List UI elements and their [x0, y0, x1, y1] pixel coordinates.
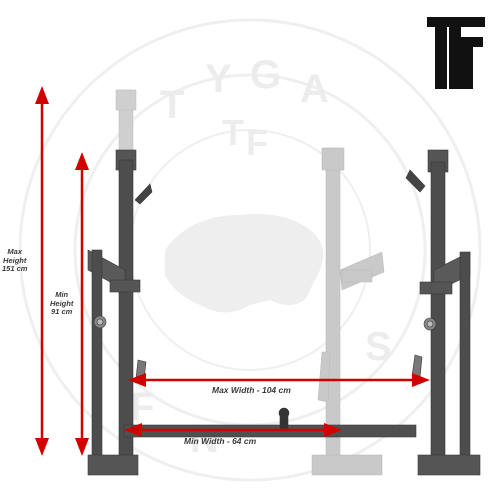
- min-height-label: Min Height 91 cm: [50, 290, 74, 317]
- watermark-text: T Y G A F N S T F: [130, 53, 392, 461]
- right-upright: [405, 149, 481, 476]
- svg-text:G: G: [250, 53, 281, 97]
- ghost-rack-upright: [311, 147, 385, 476]
- min-height-label-line2: Height: [50, 298, 74, 308]
- svg-text:Y: Y: [205, 57, 232, 101]
- brand-logo: [427, 17, 485, 89]
- min-height-label-line3: 91 cm: [51, 307, 73, 317]
- svg-text:T: T: [160, 83, 184, 127]
- ghost-left-extension: [115, 89, 137, 161]
- svg-text:F: F: [246, 122, 268, 163]
- max-height-label-line1: Max: [7, 247, 23, 256]
- max-height-label: Max Height 151 cm: [2, 247, 28, 274]
- max-width-label: Max Width - 104 cm: [212, 385, 291, 395]
- svg-text:T: T: [222, 112, 244, 153]
- min-height-label-line1: Min: [55, 290, 69, 299]
- max-height-label-line2: Height: [3, 255, 27, 265]
- max-height-arrow: [35, 86, 49, 456]
- max-height-label-line3: 151 cm: [2, 264, 28, 274]
- max-width-arrow: [128, 373, 430, 387]
- svg-text:F: F: [130, 385, 154, 429]
- min-width-arrow: [124, 423, 342, 437]
- left-upright: [87, 149, 153, 476]
- svg-text:N: N: [190, 417, 219, 461]
- svg-text:S: S: [365, 325, 392, 369]
- watermark-tiger: [165, 214, 324, 313]
- svg-text:A: A: [300, 67, 329, 111]
- min-width-label: Min Width - 64 cm: [184, 436, 257, 446]
- min-height-arrow: [75, 152, 89, 456]
